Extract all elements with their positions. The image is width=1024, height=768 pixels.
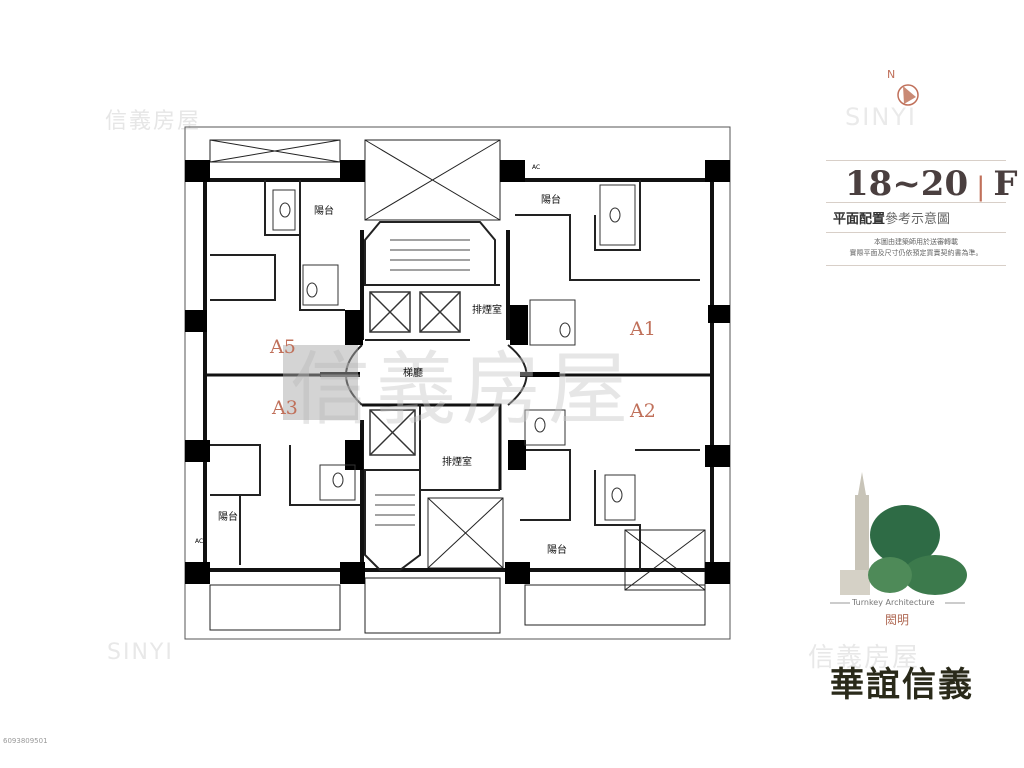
- disclaimer-line: 本圖由建築師用於送審轉載: [874, 238, 958, 246]
- ac-label: AC: [195, 538, 204, 545]
- divider: [826, 160, 1006, 161]
- watermark-text: SINYI: [107, 640, 174, 665]
- balcony-label: 陽台: [541, 195, 561, 206]
- watermark-text: 信義房屋: [105, 109, 202, 134]
- unit-label-a2: A2: [630, 400, 656, 422]
- watermark-text: SINYI: [845, 103, 918, 131]
- compass-icon: [897, 84, 919, 106]
- watermark-logo: [283, 345, 358, 420]
- divider: [826, 202, 1006, 203]
- balcony-label: 陽台: [547, 545, 567, 556]
- unit-label-a1: A1: [630, 318, 656, 340]
- floor-suffix: F: [993, 164, 1018, 204]
- compass-label: N: [887, 68, 896, 81]
- floor-range: 18~20: [845, 164, 969, 204]
- subtitle-bold: 平面配置: [833, 212, 886, 227]
- floor-title: 18~20 | F: [845, 164, 1018, 204]
- divider: [826, 265, 1006, 266]
- disclaimer-line: 實際平面及尺寸仍依預定買賣契約書為準。: [849, 249, 983, 257]
- listing-id: 6093809501: [3, 737, 48, 745]
- disclaimer: 本圖由建築師用於送審轉載 實際平面及尺寸仍依預定買賣契約書為準。: [826, 237, 1006, 259]
- brand-logo: 華誼信義: [830, 665, 974, 705]
- smoke-room-label: 排煙室: [472, 305, 502, 316]
- balcony-label: 陽台: [218, 512, 238, 523]
- smoke-room-label: 排煙室: [442, 457, 472, 468]
- subtitle: 平面配置參考示意圖: [833, 208, 950, 227]
- unit-label-a3: A3: [272, 397, 298, 419]
- subtitle-light: 參考示意圖: [885, 212, 951, 227]
- balcony-label: 陽台: [314, 206, 334, 217]
- ac-label: AC: [532, 164, 541, 171]
- watermark-text: 信義房屋: [808, 643, 921, 673]
- divider: [826, 232, 1006, 233]
- logo-tagline: Turnkey Architecture: [852, 598, 935, 607]
- architect-name: 閎明: [885, 613, 910, 627]
- lobby-label: 梯廳: [403, 368, 423, 379]
- unit-label-a5: A5: [270, 336, 296, 358]
- logo-illustration: [830, 472, 967, 604]
